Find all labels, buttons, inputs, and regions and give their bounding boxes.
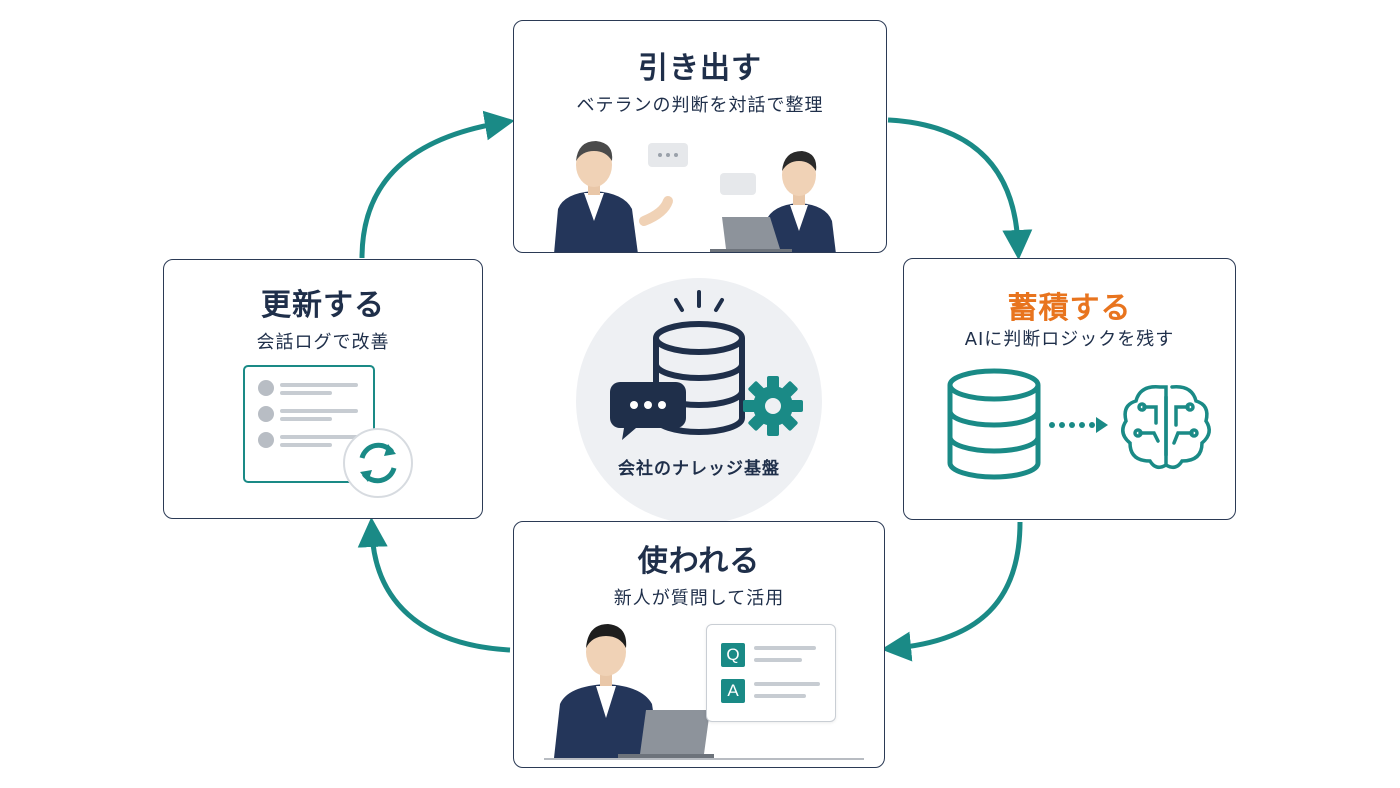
knowledge-base-label: 会社のナレッジ基盤 bbox=[618, 459, 780, 479]
speech-bubble-icon bbox=[648, 143, 756, 195]
refresh-icon bbox=[343, 428, 413, 498]
card-use: 使われる 新人が質問して活用 Q A bbox=[513, 521, 885, 768]
arrow-update-to-extract bbox=[359, 110, 515, 259]
interview-illustration bbox=[554, 141, 836, 252]
qa-line bbox=[754, 694, 806, 698]
card-extract: 引き出す ベテランの判断を対話で整理 bbox=[513, 20, 887, 253]
laptop-icon bbox=[710, 217, 792, 252]
card-store-title: 蓄積する bbox=[1007, 291, 1132, 326]
card-use-subtitle: 新人が質問して活用 bbox=[613, 588, 785, 609]
card-update-subtitle: 会話ログで改善 bbox=[256, 332, 390, 353]
qa-panel bbox=[706, 624, 836, 722]
knowledge-base-illustration bbox=[610, 290, 803, 440]
card-update-title: 更新する bbox=[261, 288, 385, 323]
brain-circuit-icon bbox=[1121, 385, 1211, 469]
card-use-title: 使われる bbox=[637, 544, 761, 579]
card-update: 更新する 会話ログで改善 bbox=[163, 259, 483, 519]
qa-line bbox=[754, 682, 820, 686]
dotted-arrow-icon bbox=[1049, 417, 1108, 433]
card-store-subtitle: AIに判断ロジックを残す bbox=[964, 329, 1175, 350]
avatar-icon bbox=[258, 380, 274, 448]
arrow-extract-to-store bbox=[887, 117, 1033, 260]
card-extract-title: 引き出す bbox=[638, 51, 762, 86]
qa-line bbox=[754, 646, 816, 650]
laptop-icon bbox=[618, 710, 714, 759]
newcomer-person-icon bbox=[554, 624, 660, 758]
conversation-log-illustration bbox=[243, 365, 413, 498]
arrow-use-to-update bbox=[357, 517, 511, 653]
card-extract-subtitle: ベテランの判断を対話で整理 bbox=[576, 95, 824, 116]
database-icon bbox=[947, 368, 1041, 480]
veteran-person-icon bbox=[554, 141, 673, 252]
gear-icon bbox=[743, 376, 803, 436]
chat-bubble-icon bbox=[610, 382, 686, 440]
arrow-store-to-use bbox=[881, 521, 1023, 662]
qa-line bbox=[754, 658, 802, 662]
card-store: 蓄積する AIに判断ロジックを残す bbox=[903, 258, 1236, 520]
question-badge: Q bbox=[721, 643, 745, 667]
store-illustration bbox=[947, 368, 1211, 480]
answer-badge: A bbox=[721, 679, 745, 703]
young-person-icon bbox=[762, 151, 836, 252]
newcomer-illustration bbox=[544, 624, 864, 760]
